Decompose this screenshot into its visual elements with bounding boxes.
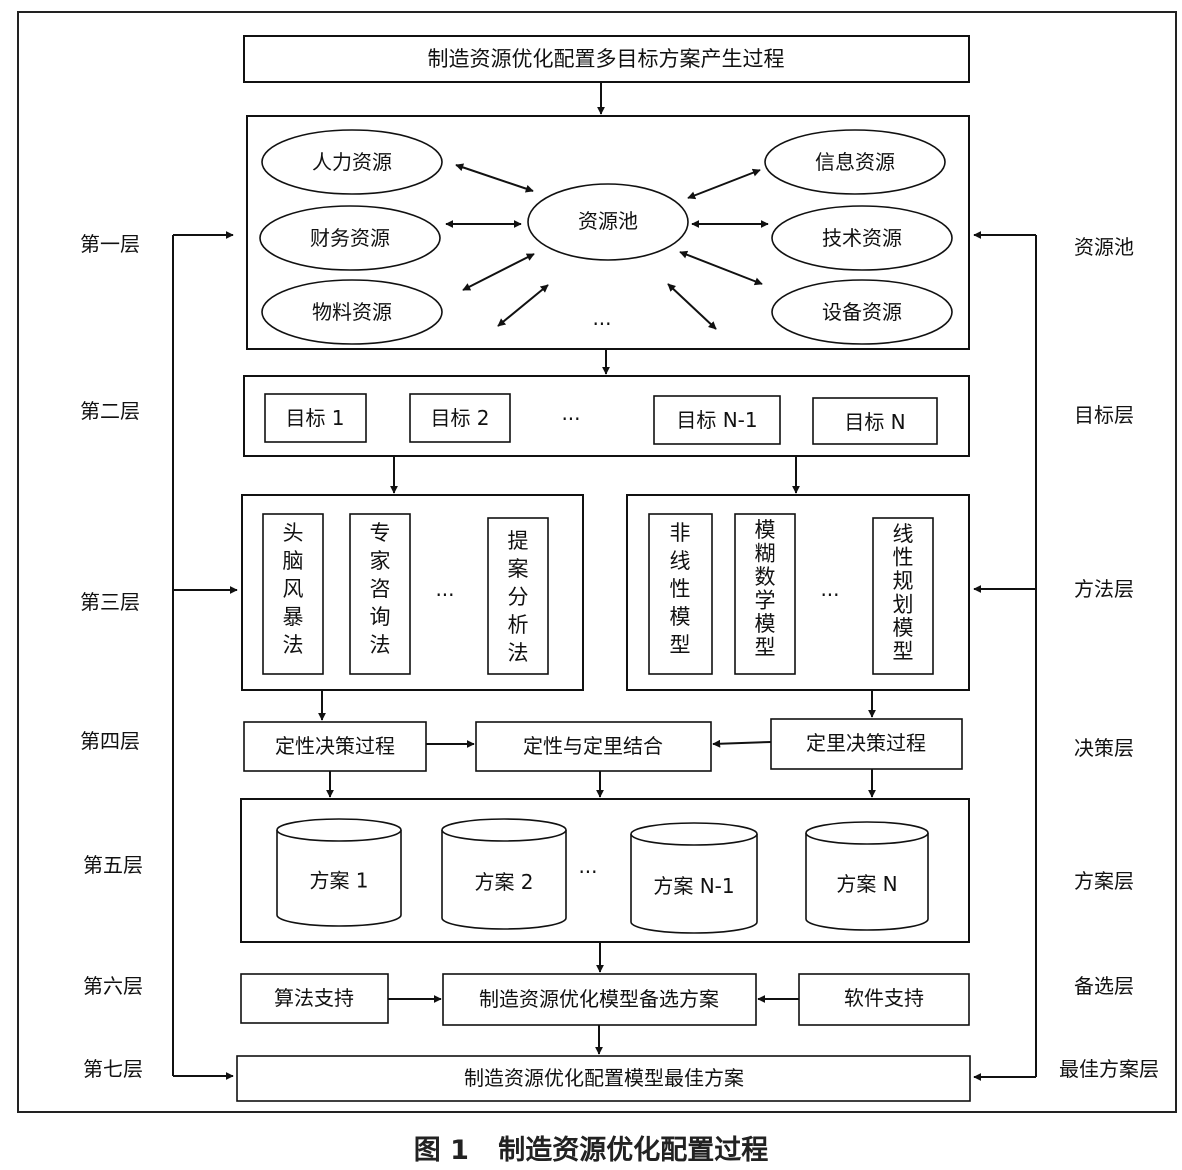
figure-title: 制造资源优化配置过程	[498, 1135, 769, 1166]
arrow-ellipsis-left-pool	[497, 284, 549, 327]
layer-name-3: 方法层	[1074, 577, 1134, 601]
title-box	[243, 35, 970, 83]
quantitative-decision-label: 定里决策过程	[806, 731, 926, 755]
method-linear-label: 线性规划模型	[893, 522, 914, 664]
objective-2-box	[409, 393, 511, 443]
plan-1-cylinder: 方案 1	[276, 818, 402, 927]
tech-resource-ellipse	[771, 205, 953, 271]
objective-n-box	[812, 397, 938, 445]
qualitative-ellipsis: ...	[435, 577, 454, 601]
method-expert-box	[349, 513, 411, 675]
arrow-quant-to-combined	[712, 739, 772, 748]
vertical-method-labels: 头脑风暴法 专家咨询法 提案分析法 非线性模型 模糊数学模型 线性规划模型	[283, 518, 914, 665]
material-resource-ellipse	[261, 279, 443, 345]
left-feedback	[172, 231, 238, 1080]
layer-label-2: 第二层	[80, 399, 140, 423]
objective-n-1-label: 目标 N-1	[676, 408, 757, 432]
info-resource-ellipse	[764, 129, 946, 195]
figure-number: 图 1	[413, 1135, 469, 1166]
method-expert-label: 专家咨询法	[370, 521, 391, 657]
layer-name-1: 资源池	[1074, 235, 1134, 259]
arrow-info-pool	[687, 168, 761, 200]
info-resource-label: 信息资源	[815, 150, 895, 174]
algorithm-support-box	[240, 973, 389, 1024]
plan-n-label: 方案 N	[836, 872, 897, 896]
plan-n-1-cylinder: 方案 N-1	[630, 822, 758, 934]
combined-decision-box	[475, 721, 712, 772]
plan-n-cylinder: 方案 N	[805, 821, 929, 931]
resource-ellipsis: ...	[592, 306, 611, 330]
resource-pool-label: 资源池	[578, 209, 638, 233]
software-support-label: 软件支持	[844, 986, 924, 1010]
hr-resource-label: 人力资源	[312, 150, 392, 174]
objective-ellipsis: ...	[561, 401, 580, 425]
method-proposal-box	[487, 517, 549, 675]
plan-cylinders: 方案 1 方案 2 方案 N-1 方案 N	[276, 818, 929, 934]
method-proposal-label: 提案分析法	[508, 529, 529, 665]
arrow-hr-pool	[455, 163, 534, 193]
candidate-plan-box	[442, 973, 757, 1026]
objective-n-label: 目标 N	[844, 410, 905, 434]
resource-pool-ellipse	[527, 183, 689, 261]
method-fuzzy-label: 模糊数学模型	[755, 518, 776, 660]
method-nonlinear-box	[648, 513, 713, 675]
layer-label-1: 第一层	[80, 232, 140, 256]
arrow-material-pool	[462, 253, 535, 291]
objective-1-label: 目标 1	[285, 406, 344, 430]
qualitative-decision-label: 定性决策过程	[275, 734, 395, 758]
layer-name-4: 决策层	[1074, 736, 1134, 760]
material-resource-label: 物料资源	[312, 300, 392, 324]
title-text: 制造资源优化配置多目标方案产生过程	[428, 47, 785, 71]
method-nonlinear-label: 非线性模型	[670, 521, 691, 657]
qualitative-decision-box	[243, 721, 427, 772]
quantitative-ellipsis: ...	[820, 577, 839, 601]
layer-name-2: 目标层	[1074, 403, 1134, 427]
method-brainstorm-label: 头脑风暴法	[283, 521, 304, 657]
finance-resource-ellipse	[259, 205, 441, 271]
plan-2-label: 方案 2	[474, 870, 533, 894]
plan-2-cylinder: 方案 2	[441, 818, 567, 930]
candidate-plan-label: 制造资源优化模型备选方案	[479, 987, 719, 1011]
best-plan-box	[236, 1055, 971, 1102]
quantitative-decision-box	[770, 718, 963, 770]
hr-resource-ellipse	[261, 129, 443, 195]
plan-n-1-label: 方案 N-1	[653, 874, 734, 898]
outer-frame	[17, 11, 1177, 1113]
right-feedback	[973, 231, 1037, 1081]
layer-label-3: 第三层	[80, 590, 140, 614]
resource-arrows	[445, 163, 769, 330]
algorithm-support-label: 算法支持	[274, 986, 354, 1010]
arrow-equipment-pool	[679, 250, 763, 286]
layer-label-6: 第六层	[83, 974, 143, 998]
tech-resource-label: 技术资源	[822, 226, 902, 250]
layer-name-7: 最佳方案层	[1059, 1057, 1159, 1081]
method-fuzzy-box	[734, 513, 796, 675]
method-brainstorm-box	[262, 513, 324, 675]
layer-label-4: 第四层	[80, 729, 140, 753]
combined-decision-label: 定性与定里结合	[523, 734, 663, 758]
arrow-ellipsis-right-pool	[667, 283, 717, 330]
plans-ellipsis: ...	[578, 854, 597, 878]
equipment-resource-label: 设备资源	[822, 300, 902, 324]
finance-resource-label: 财务资源	[310, 226, 390, 250]
objective-n-1-box	[653, 395, 781, 445]
layer-name-6: 备选层	[1074, 974, 1134, 998]
figure-caption: 图 1 制造资源优化配置过程	[0, 1128, 1182, 1167]
layer-label-7: 第七层	[83, 1057, 143, 1081]
equipment-resource-ellipse	[771, 279, 953, 345]
method-linear-box	[872, 517, 934, 675]
plan-1-label: 方案 1	[309, 869, 368, 893]
objective-1-box	[264, 393, 367, 443]
objective-2-label: 目标 2	[430, 406, 489, 430]
layer-name-5: 方案层	[1074, 869, 1134, 893]
best-plan-label: 制造资源优化配置模型最佳方案	[464, 1066, 744, 1090]
layer-label-5: 第五层	[83, 853, 143, 877]
